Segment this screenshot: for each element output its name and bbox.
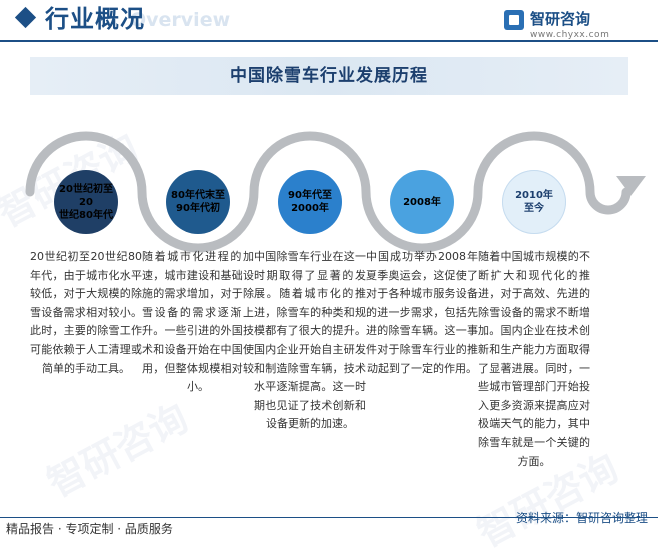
brand-logo[interactable]: 智研咨询 www.chyxx.com	[504, 8, 644, 40]
stage-description: 随着中国城市规模的不断扩大和现代化的推进，对于高效、先进的除雪设备的需求不断增加…	[478, 250, 590, 468]
stage-description: 中国除雪车行业在这一时期取得了显著的发展。随着城市化的推进，除雪车的种类和规模都…	[254, 250, 366, 431]
stage-circle: 90年代至 2000年	[278, 170, 342, 234]
source-note: 资料来源：智研咨询整理	[515, 511, 648, 525]
page-title: 行业概况	[45, 5, 145, 33]
section-banner: 中国除雪车行业发展历程	[30, 57, 628, 95]
logo-icon	[504, 10, 524, 30]
stage-circle: 2010年 至今	[502, 170, 566, 234]
timeline-arc	[25, 131, 646, 253]
stage-circle: 80年代末至 90年代初	[166, 170, 230, 234]
timeline-path	[25, 131, 631, 253]
stage-label: 20世纪初至20 世纪80年代	[59, 183, 113, 221]
logo-url: www.chyxx.com	[530, 30, 610, 40]
banner-title: 中国除雪车行业发展历程	[230, 66, 428, 86]
watermark: 智研咨询	[40, 395, 196, 506]
stage-description: 20世纪初至20世纪80年代，由于城市化水平较低，对于大规模的除雪设备需求相对较…	[30, 250, 142, 375]
header-divider	[0, 40, 658, 42]
page-header: Overview 行业概况 智研咨询 www.chyxx.com	[0, 0, 658, 44]
arrow-head-icon	[616, 176, 646, 196]
page-footer: 资料来源：智研咨询整理 精品报告 · 专项定制 · 品质服务	[0, 510, 658, 541]
stage-circle: 2008年	[390, 170, 454, 234]
logo-name: 智研咨询	[530, 10, 591, 28]
stage-label: 2010年 至今	[515, 190, 553, 214]
stage-description: 中国成功举办2008年夏季奥运会，这促使了对于各种城市服务设备的进一步需求，包括…	[366, 250, 478, 375]
stage-circle: 20世纪初至20 世纪80年代	[54, 170, 118, 234]
stage-label: 2008年	[403, 196, 441, 208]
footer-tagline: 精品报告 · 专项定制 · 品质服务	[6, 522, 173, 536]
footer-divider	[0, 517, 658, 518]
stage-label: 80年代末至 90年代初	[171, 190, 225, 214]
header-ghost-text: Overview	[130, 9, 231, 31]
stage-label: 90年代至 2000年	[288, 190, 332, 214]
stage-description: 随着城市化进程的加速，城市建设和基础设施的需求增加，对于除雪设备的需求逐渐上升。…	[142, 250, 254, 394]
diamond-icon	[14, 6, 37, 29]
